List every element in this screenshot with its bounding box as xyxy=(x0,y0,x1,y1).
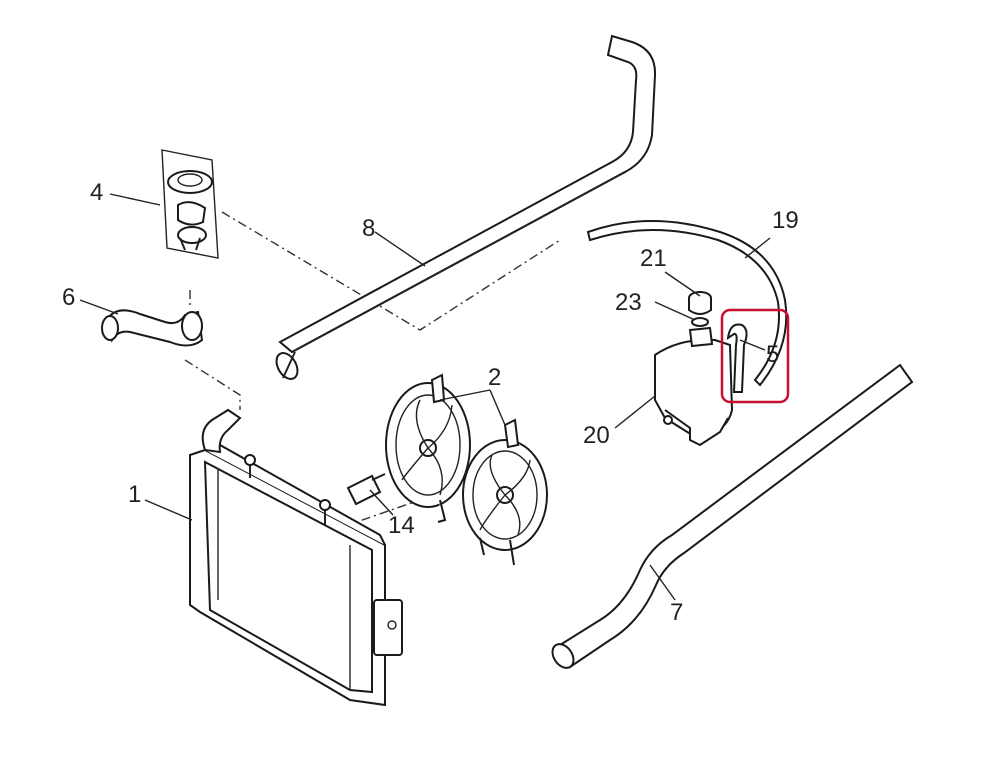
callout-5: 5 xyxy=(766,341,779,368)
cooling-fans-part-2[interactable] xyxy=(385,373,548,566)
lower-hose-part-7[interactable] xyxy=(548,363,914,672)
callout-8: 8 xyxy=(362,215,375,242)
radiator-cap-part-4[interactable] xyxy=(161,149,219,259)
leader-lines xyxy=(79,193,771,601)
callout-20: 20 xyxy=(583,422,610,449)
radiator-part-1[interactable] xyxy=(189,408,403,707)
overflow-tube-part-19[interactable] xyxy=(586,220,788,387)
reservoir-cap-part-21[interactable] xyxy=(688,291,712,315)
callout-4: 4 xyxy=(90,179,103,206)
elbow-hose-part-6[interactable] xyxy=(101,309,204,347)
upper-hose-part-8[interactable] xyxy=(272,34,657,383)
callout-21: 21 xyxy=(640,245,667,272)
callout-7: 7 xyxy=(670,599,683,626)
callout-19: 19 xyxy=(772,207,799,234)
callout-14: 14 xyxy=(388,512,415,539)
callout-labels: 1 2 4 5 6 7 8 14 19 20 21 23 xyxy=(62,179,799,626)
callout-6: 6 xyxy=(62,284,75,311)
cap-seal-part-23[interactable] xyxy=(691,317,709,327)
coolant-reservoir-part-20[interactable] xyxy=(654,326,734,447)
callout-23: 23 xyxy=(615,289,642,316)
temperature-switch-part-14[interactable] xyxy=(346,473,386,506)
callout-2: 2 xyxy=(488,364,501,391)
highlight-box xyxy=(720,308,790,404)
callout-1: 1 xyxy=(128,481,141,508)
